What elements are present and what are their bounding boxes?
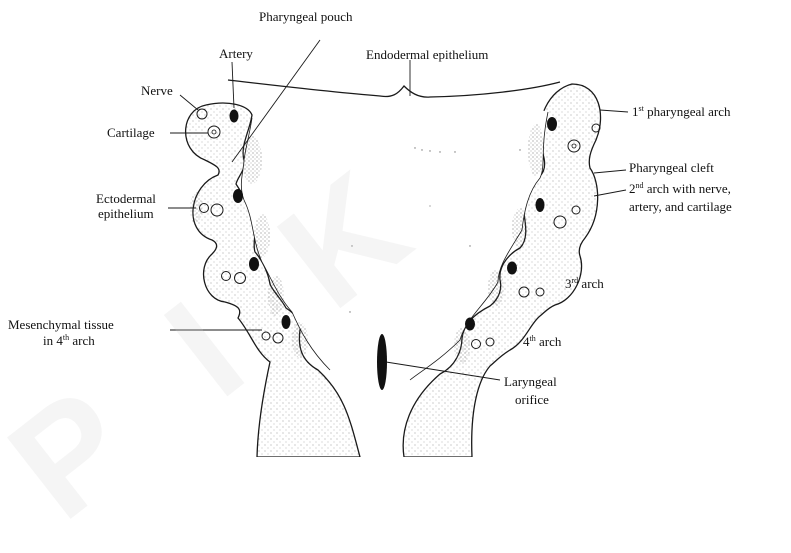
shadow-right-3 bbox=[488, 270, 504, 306]
leader-artery bbox=[232, 62, 234, 108]
label-laryngeal-2: orifice bbox=[515, 392, 549, 407]
leader-pharyngeal-cleft bbox=[594, 170, 626, 173]
leader-first-arch bbox=[600, 110, 628, 112]
label-ectodermal-1: Ectodermal bbox=[96, 191, 156, 206]
leader-second-arch bbox=[594, 190, 626, 196]
label-third-arch: 3rd arch bbox=[565, 276, 604, 291]
label-pharyngeal-cleft: Pharyngeal cleft bbox=[629, 160, 714, 175]
label-nerve: Nerve bbox=[141, 83, 173, 98]
label-first-arch: 1st pharyngeal arch bbox=[632, 104, 731, 119]
label-pharyngeal-pouch: Pharyngeal pouch bbox=[259, 9, 353, 24]
label-artery: Artery bbox=[219, 46, 253, 61]
label-laryngeal-1: Laryngeal bbox=[504, 374, 557, 389]
shadow-right-1 bbox=[528, 124, 544, 176]
label-fourth-arch: 4th arch bbox=[523, 334, 562, 349]
endodermal-epithelium-roof bbox=[228, 80, 560, 97]
label-endodermal-epithelium: Endodermal epithelium bbox=[366, 47, 488, 62]
label-second-arch-2: artery, and cartilage bbox=[629, 199, 732, 214]
leader-nerve bbox=[180, 95, 198, 110]
label-ectodermal-2: epithelium bbox=[98, 206, 154, 221]
label-second-arch-1: 2nd arch with nerve, bbox=[629, 181, 731, 196]
laryngeal-orifice-mark bbox=[377, 334, 387, 390]
label-cartilage: Cartilage bbox=[107, 125, 155, 140]
shadow-left-1 bbox=[242, 136, 262, 184]
